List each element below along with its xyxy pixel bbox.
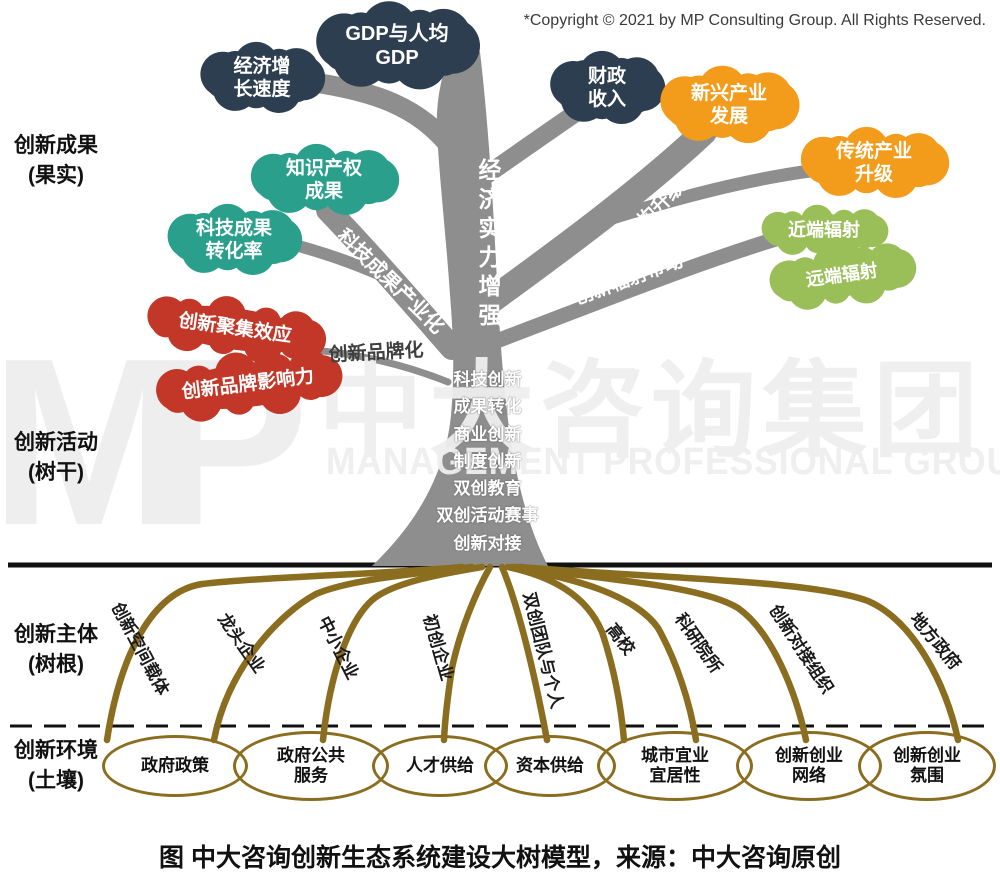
tree-trunk	[372, 52, 548, 566]
cloud-label: 近端辐射	[788, 220, 860, 241]
cloud-label: 新兴产业 发展	[690, 82, 767, 127]
root-path	[440, 563, 494, 744]
trunk-item: 科技创新	[453, 370, 522, 389]
root-path	[319, 563, 486, 744]
branch-industrial-upgrade	[479, 119, 717, 313]
figure-caption: 图 中大咨询创新生态系统建设大树模型，来源：中大咨询原创	[159, 844, 841, 872]
root-path	[508, 563, 700, 744]
branch-label-economic-strength: 经济实力增强	[475, 158, 501, 332]
cloud-label: 科技成果 转化率	[195, 217, 272, 262]
side-label-title: 创新成果	[14, 134, 98, 157]
root-path	[210, 563, 476, 744]
cloud-gdp: GDP与人均 GDP	[316, 1, 480, 90]
trunk-item: 创新对接	[453, 533, 522, 553]
side-label-title: 创新主体	[14, 623, 98, 646]
soil-ellipse: 政府政策	[102, 735, 248, 797]
side-label-sub: (土壤)	[28, 769, 84, 792]
root-path	[512, 563, 810, 744]
root-path	[103, 563, 466, 744]
cloud-label: 财政 收入	[587, 65, 626, 110]
branch-radiation	[486, 226, 800, 350]
soil-ellipse: 创新创业 氛围	[858, 731, 996, 801]
side-label-fruit: 创新成果 (果实)	[0, 131, 112, 191]
cloud-brand-influence: 创新品牌影响力	[153, 343, 343, 427]
side-label-sub: (树根)	[28, 653, 84, 676]
trunk-item: 制度创新	[453, 451, 522, 471]
root-path	[498, 563, 551, 744]
side-label-trunk: 创新活动 (树干)	[0, 428, 112, 488]
cloud-fiscal: 财政 收入	[550, 50, 666, 124]
trunk-item: 双创教育	[453, 479, 522, 499]
trunk-activity-list: 科技创新成果转化商业创新制度创新双创教育双创活动赛事创新对接	[390, 366, 585, 557]
side-label-title: 创新活动	[14, 431, 98, 454]
cloud-traditional: 传统产业 升级	[800, 126, 950, 198]
soil-ellipse: 城市宜业 宜居性	[597, 731, 753, 801]
copyright-notice: *Copyright © 2021 by MP Consulting Group…	[523, 12, 986, 29]
trunk-item: 商业创新	[453, 424, 522, 444]
side-label-soil: 创新环境 (土壤)	[0, 736, 112, 796]
cloud-growth: 经济增 长速度	[200, 41, 326, 113]
cloud-label: 传统产业 升级	[835, 140, 912, 185]
trunk-item: 成果转化	[453, 397, 522, 417]
cloud-label: 知识产权 成果	[285, 157, 362, 202]
cloud-tech-transfer: 科技成果 转化率	[167, 203, 303, 275]
side-label-title: 创新环境	[14, 739, 98, 762]
side-label-roots: 创新主体 (树根)	[0, 620, 112, 680]
root-path	[516, 563, 962, 744]
cloud-near: 近端辐射	[761, 204, 889, 257]
trunk-item: 双创活动赛事	[436, 506, 539, 526]
cloud-ip: 知识产权 成果	[250, 143, 400, 215]
side-label-sub: (树干)	[28, 461, 84, 484]
tree-roots	[103, 563, 962, 744]
branch-label-branding: 创新品牌化	[328, 340, 425, 366]
cloud-label: 经济增 长速度	[233, 55, 291, 100]
cloud-emerging: 新兴产业 发展	[660, 65, 800, 144]
cloud-far: 远端辐射	[767, 237, 918, 314]
root-path	[504, 563, 628, 744]
soil-ellipse: 政府公共 服务	[233, 731, 389, 801]
side-label-sub: (果实)	[28, 164, 84, 187]
cloud-label: GDP与人均 GDP	[345, 22, 449, 69]
